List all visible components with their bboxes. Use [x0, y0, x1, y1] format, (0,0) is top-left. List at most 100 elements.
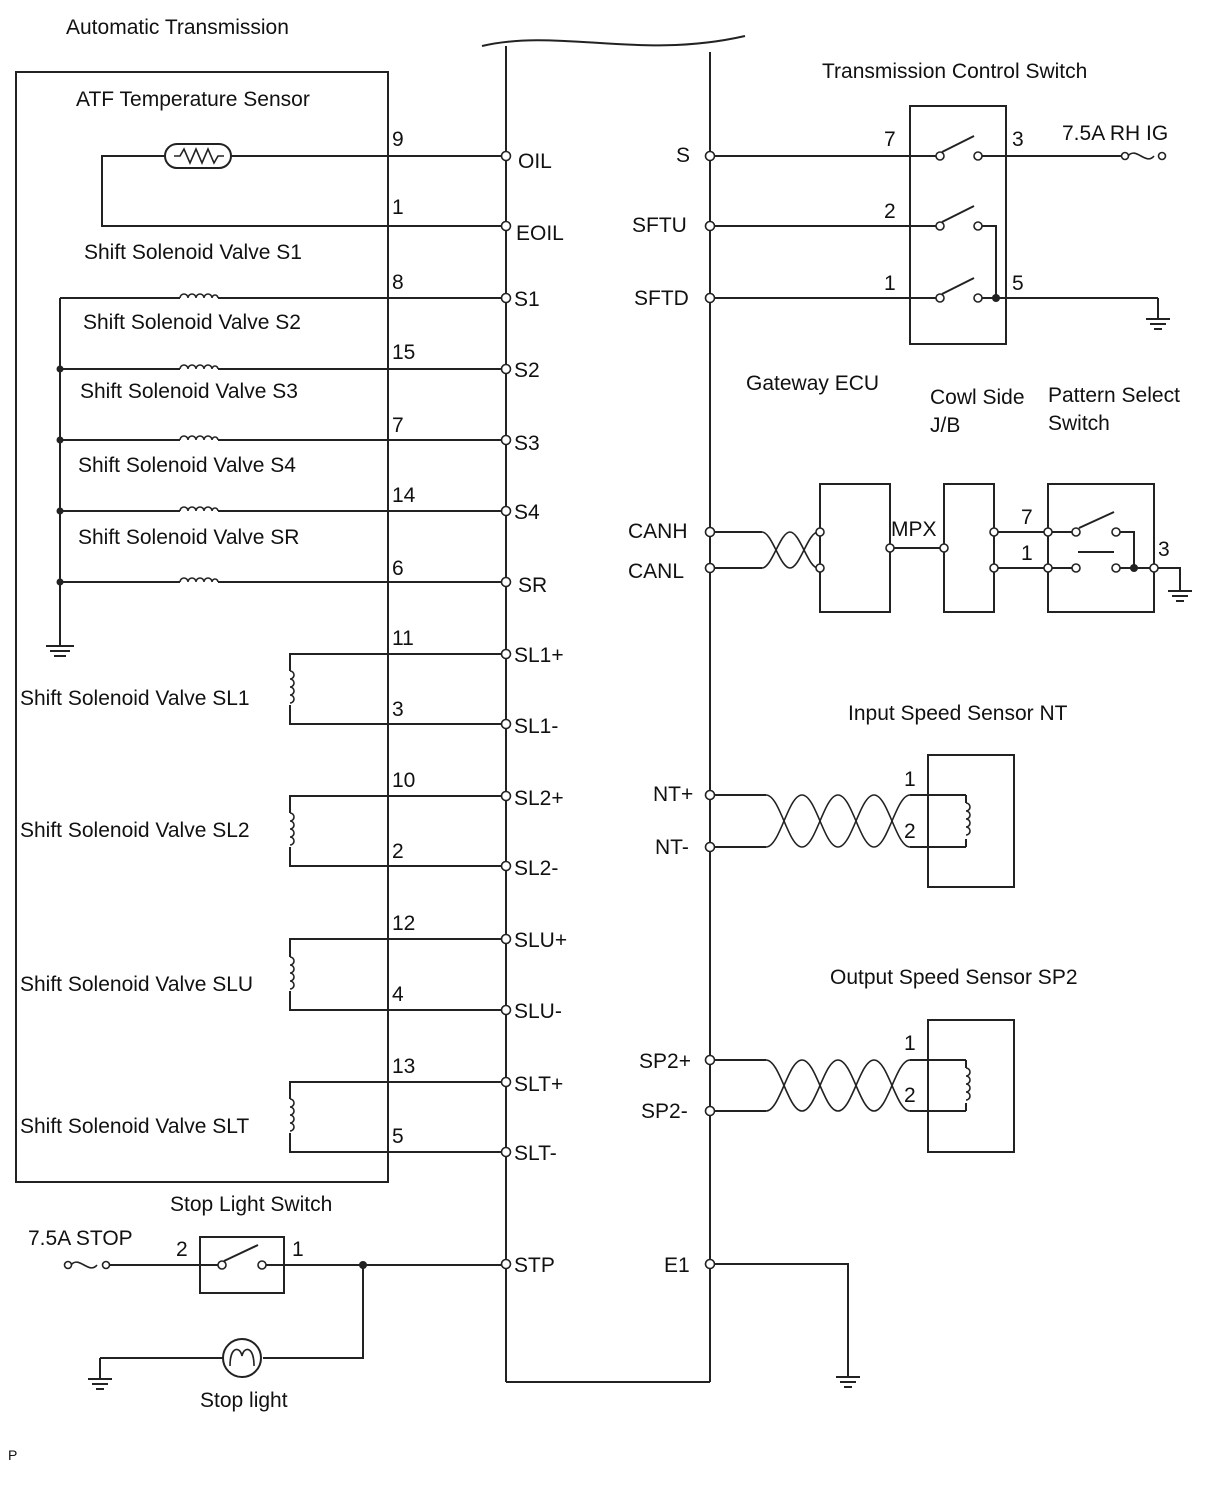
- coil-icon: [179, 503, 219, 513]
- ecm-pin-label: SLU+: [514, 929, 567, 952]
- tcs-label: Transmission Control Switch: [822, 60, 1087, 83]
- ecm-pin-label: S4: [514, 501, 540, 524]
- pattern-pin-number: 3: [1158, 538, 1170, 561]
- transmission-box: [15, 71, 389, 1183]
- solenoid-sl1-label: Shift Solenoid Valve SL1: [20, 687, 250, 710]
- solenoid-s3-label: Shift Solenoid Valve S3: [80, 380, 298, 403]
- cowl-side-label: Cowl Side: [930, 386, 1025, 409]
- ecm-pin-label: SFTD: [634, 287, 689, 310]
- at-pin-number: 12: [392, 912, 415, 935]
- stop-switch-pin: 2: [176, 1238, 188, 1261]
- ecm-pin-label: CANH: [628, 520, 688, 543]
- ecm-pin-label: E1: [664, 1254, 690, 1277]
- coil-icon: [284, 812, 296, 847]
- input-speed-sensor: Input Speed Sensor NT 1 2: [714, 702, 1068, 888]
- tcs-pin-number: 7: [884, 128, 896, 151]
- ecm-pin-label: S: [676, 144, 690, 167]
- solenoid-sr-label: Shift Solenoid Valve SR: [78, 526, 299, 549]
- ecm-pin-label: OIL: [518, 150, 552, 173]
- ecm-pin-label: S3: [514, 432, 540, 455]
- can-network: [714, 483, 1192, 613]
- ecm-pin-label: CANL: [628, 560, 684, 583]
- coil-icon: [179, 361, 219, 371]
- bulb-icon: [222, 1338, 262, 1378]
- sp2-sensor-label: Output Speed Sensor SP2: [830, 966, 1078, 989]
- ecm-pin-label: SL2-: [514, 857, 558, 880]
- coil-icon: [284, 956, 296, 991]
- ecm-pin-label: SL1-: [514, 715, 558, 738]
- coil-icon: [284, 670, 296, 705]
- rh-ig-fuse-label: 7.5A RH IG: [1062, 122, 1168, 145]
- at-pin-number: 10: [392, 769, 415, 792]
- pattern-pin-number: 1: [1021, 542, 1033, 565]
- ecm-pin-label: NT+: [653, 783, 693, 806]
- mpx-label: MPX: [891, 518, 937, 541]
- gateway-ecu-label: Gateway ECU: [746, 372, 879, 395]
- tcs-pin-number: 5: [1012, 272, 1024, 295]
- at-pin-number: 5: [392, 1125, 404, 1148]
- sensor-pin-number: 1: [904, 768, 916, 791]
- at-pin-number: 3: [392, 698, 404, 721]
- at-pin-number: 13: [392, 1055, 415, 1078]
- at-pin-number: 11: [392, 627, 414, 650]
- ecm-body: [481, 35, 746, 1383]
- at-pin-number: 1: [392, 196, 404, 219]
- nt-sensor-label: Input Speed Sensor NT: [848, 702, 1068, 725]
- ecm-pin-label: SLT-: [514, 1142, 557, 1165]
- coil-icon: [179, 574, 219, 584]
- at-pin-number: 14: [392, 484, 416, 507]
- stop-light-circuit: Stop Light Switch 7.5A STOP 2 1 Stop lig…: [28, 1193, 502, 1412]
- at-pin-number: 8: [392, 271, 404, 294]
- sensor-pin-number: 2: [904, 1084, 916, 1107]
- stop-switch-label: Stop Light Switch: [170, 1193, 332, 1216]
- ecm-pin-label: EOIL: [516, 222, 564, 245]
- ecm-pin-label: SP2-: [641, 1100, 688, 1123]
- fuse-icon: [1120, 151, 1167, 161]
- tcs-pin-number: 2: [884, 200, 896, 223]
- sensor-pin-number: 2: [904, 820, 916, 843]
- ecm-pin-label: STP: [514, 1254, 555, 1277]
- stop-light-label: Stop light: [200, 1389, 288, 1412]
- transmission-control-switch: Transmission Control Switch: [714, 60, 1170, 345]
- solenoid-s1-label: Shift Solenoid Valve S1: [84, 241, 302, 264]
- at-pin-number: 15: [392, 341, 415, 364]
- at-pin-number: 7: [392, 414, 404, 437]
- at-pin-number: 2: [392, 840, 404, 863]
- diagram-title: Automatic Transmission: [66, 16, 289, 39]
- ecm-pin-label: S1: [514, 288, 540, 311]
- atf-temperature-sensor: ATF Temperature Sensor: [76, 88, 506, 227]
- pattern-pin-number: 7: [1021, 506, 1033, 529]
- ecm-pin-label: SR: [518, 574, 547, 597]
- sensor-pin-number: 1: [904, 1032, 916, 1055]
- ecm-right-terminals: [704, 150, 716, 1270]
- solenoid-wires: [46, 297, 506, 657]
- atf-sensor-label: ATF Temperature Sensor: [76, 88, 310, 111]
- output-speed-sensor: Output Speed Sensor SP2 1 2: [714, 966, 1078, 1153]
- ecm-pin-label: SL1+: [514, 644, 564, 667]
- coil-icon: [284, 1098, 296, 1133]
- solenoid-sl2-label: Shift Solenoid Valve SL2: [20, 819, 250, 842]
- e1-ground: [714, 1263, 860, 1388]
- solenoid-slt-label: Shift Solenoid Valve SLT: [20, 1115, 249, 1138]
- cowl-jb-label: J/B: [930, 414, 960, 437]
- footer-mark: P: [8, 1447, 17, 1463]
- ecm-pin-label: SL2+: [514, 787, 564, 810]
- pattern-select-label: Pattern Select: [1048, 384, 1180, 407]
- at-pin-number: 9: [392, 128, 404, 151]
- ecm-pin-label: SLU-: [514, 1000, 562, 1023]
- coil-icon: [179, 290, 219, 300]
- pattern-switch-label: Switch: [1048, 412, 1110, 435]
- ecm-pin-label: SFTU: [632, 214, 687, 237]
- tcs-pin-number: 3: [1012, 128, 1024, 151]
- at-pin-number: 6: [392, 557, 404, 580]
- ecm-pin-label: NT-: [655, 836, 689, 859]
- solenoid-s2-label: Shift Solenoid Valve S2: [83, 311, 301, 334]
- stop-switch-pin: 1: [292, 1238, 304, 1261]
- ecm-pin-label: S2: [514, 359, 540, 382]
- coil-icon: [179, 432, 219, 442]
- at-pin-number: 4: [392, 983, 404, 1006]
- ecm-pin-label: SP2+: [639, 1050, 691, 1073]
- stop-fuse-label: 7.5A STOP: [28, 1227, 133, 1250]
- solenoid-slu-label: Shift Solenoid Valve SLU: [20, 973, 253, 996]
